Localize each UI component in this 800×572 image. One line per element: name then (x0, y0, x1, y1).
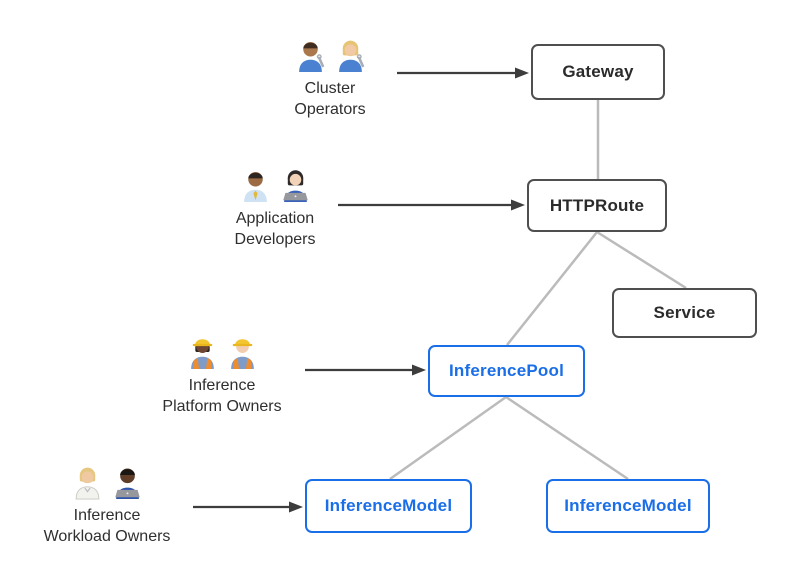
persona-application-developers-label: Application Developers (235, 208, 316, 250)
persona-inference-workload-owners: Inference Workload Owners (22, 463, 192, 547)
node-gateway-label: Gateway (562, 62, 634, 81)
edge-httproute-service (596, 230, 687, 290)
label-line: Developers (234, 231, 316, 248)
label-line: Application (235, 210, 315, 227)
edge-inferencepool-inferencemodel-1 (389, 395, 507, 481)
persona-inference-workload-owners-label: Inference Workload Owners (44, 505, 171, 547)
health-worker-icon (75, 467, 99, 500)
persona-inference-platform-owners: Inference Platform Owners (137, 333, 307, 417)
arrow-application-developers-httproute (338, 199, 525, 211)
label-line: Cluster (304, 80, 356, 97)
node-inferencemodel-1: InferenceModel (305, 479, 472, 533)
label-line: Operators (294, 101, 366, 118)
woman-construction-worker-icon (190, 339, 214, 369)
edge-inferencepool-inferencemodel-2 (505, 395, 629, 481)
woman-technologist-icon (282, 170, 308, 202)
edge-httproute-inferencepool (506, 231, 598, 346)
node-service: Service (612, 288, 757, 338)
node-inferencemodel-1-label: InferenceModel (324, 496, 453, 515)
node-inferencepool: InferencePool (428, 345, 585, 397)
man-technologist-icon (114, 468, 140, 499)
label-line: Inference (188, 377, 256, 394)
node-inferencepool-label: InferencePool (448, 361, 565, 380)
man-office-worker-icon (243, 171, 267, 202)
label-line: Workload Owners (43, 528, 171, 545)
persona-cluster-operators-label: Cluster Operators (294, 78, 365, 120)
woman-mechanic-icon (338, 40, 364, 72)
persona-inference-workload-owners-icons (70, 463, 145, 500)
man-construction-worker-icon (230, 339, 254, 369)
arrow-platform-owners-inferencepool (305, 364, 426, 376)
node-gateway: Gateway (531, 44, 665, 100)
node-inferencemodel-2-label: InferenceModel (564, 496, 692, 515)
persona-cluster-operators-icons (293, 36, 368, 73)
persona-inference-platform-owners-label: Inference Platform Owners (162, 375, 281, 417)
node-httproute: HTTPRoute (527, 179, 667, 232)
persona-application-developers-icons (238, 166, 313, 203)
label-line: Inference (73, 507, 141, 524)
arrow-cluster-operators-gateway (397, 67, 529, 79)
node-service-label: Service (653, 303, 716, 322)
persona-inference-platform-owners-icons (185, 333, 260, 370)
node-inferencemodel-2: InferenceModel (546, 479, 710, 533)
label-line: Platform Owners (162, 398, 282, 415)
persona-application-developers: Application Developers (190, 166, 360, 250)
arrow-workload-owners-inferencemodel (193, 501, 303, 513)
persona-cluster-operators: Cluster Operators (245, 36, 415, 120)
node-httproute-label: HTTPRoute (549, 195, 645, 215)
man-mechanic-icon (298, 41, 324, 72)
